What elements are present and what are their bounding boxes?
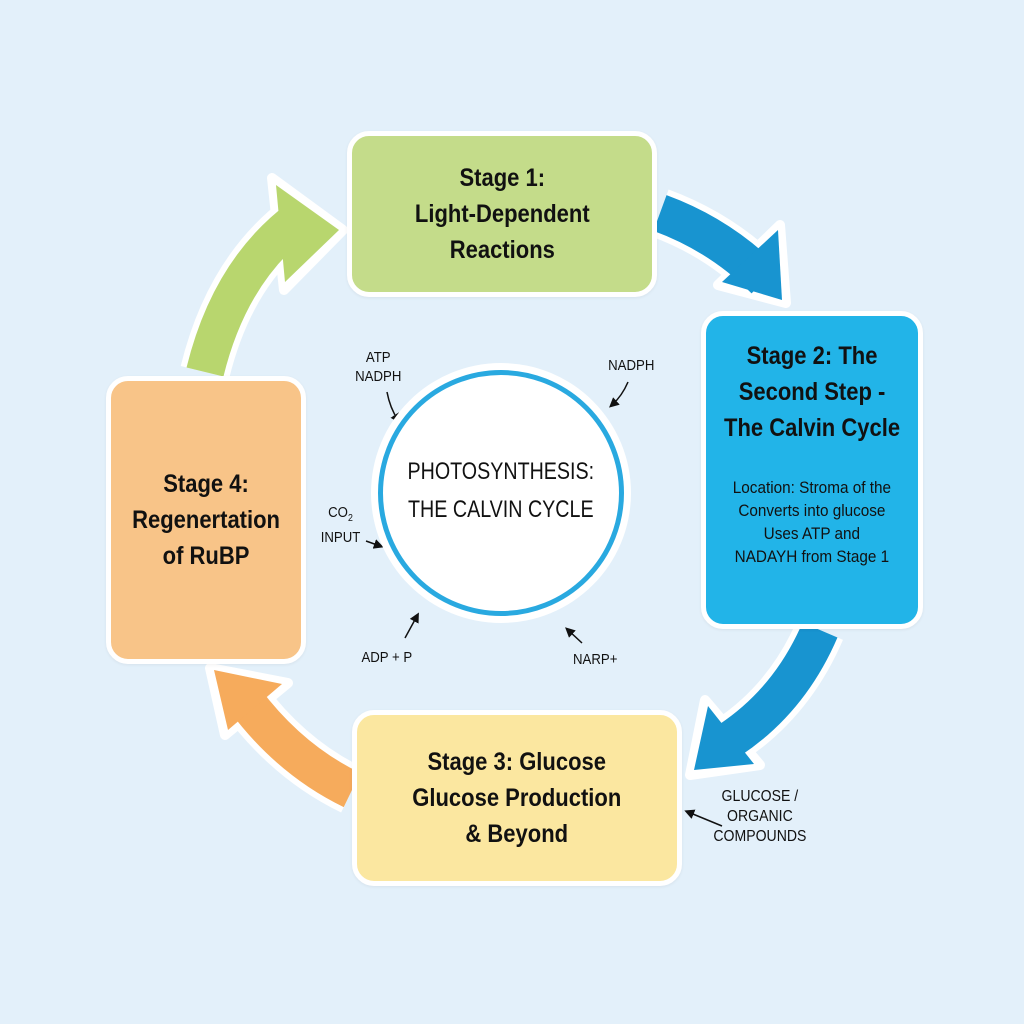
narp-text: NARP+ bbox=[573, 651, 618, 668]
arrow-stage1-to-stage2 bbox=[651, 189, 791, 308]
narp-arrow bbox=[565, 627, 583, 644]
center-title-line: PHOTOSYNTHESIS: bbox=[407, 458, 595, 485]
arrow-stage2-to-stage3 bbox=[685, 619, 843, 780]
stage-2-title-line: The Calvin Cycle bbox=[723, 414, 901, 442]
atp-label-line: ATP bbox=[365, 349, 391, 366]
co2-formula-main: CO bbox=[328, 504, 348, 521]
co2-input-arrow bbox=[365, 539, 384, 549]
atp-nadph-arrow bbox=[386, 391, 401, 424]
stage-1-title: Stage 1: Light-Dependent Reactions bbox=[415, 160, 590, 268]
stage-4-title: Stage 4: Regenertation of RuBP bbox=[132, 466, 280, 574]
co2-formula: CO2 bbox=[321, 503, 361, 528]
stage-4-title-line: Stage 4: bbox=[163, 470, 249, 498]
stage-2-box: Stage 2: The Second Step - The Calvin Cy… bbox=[701, 311, 923, 629]
arrow-stage4-to-stage1 bbox=[180, 173, 348, 379]
stage-3-box: Stage 3: Glucose Glucose Production & Be… bbox=[352, 710, 682, 886]
adp-p-label: ADP + P bbox=[361, 648, 412, 667]
stage-3-title-line: & Beyond bbox=[465, 820, 569, 848]
stage-2-description-line: Location: Stroma of the bbox=[732, 478, 892, 497]
stage-2-description-line: Converts into glucose bbox=[738, 501, 886, 520]
adp-p-arrow bbox=[404, 612, 419, 639]
nadph-label-text: NADPH bbox=[608, 357, 655, 374]
arrow-stage3-to-stage4 bbox=[205, 663, 364, 813]
stage-2-description-line: Uses ATP and bbox=[763, 524, 861, 543]
atp-nadph-label: ATP NADPH bbox=[355, 348, 401, 386]
stage-2-title-line: Second Step - bbox=[738, 378, 886, 406]
co2-input-text: INPUT bbox=[320, 529, 361, 546]
nadph-arrow bbox=[609, 381, 629, 408]
stage-1-title-line: Reactions bbox=[449, 236, 555, 264]
stage-2-title: Stage 2: The Second Step - The Calvin Cy… bbox=[724, 338, 900, 446]
stage-1-box: Stage 1: Light-Dependent Reactions bbox=[347, 131, 657, 297]
stage-2-description-line: NADAYH from Stage 1 bbox=[734, 547, 890, 566]
stage-1-title-line: Stage 1: bbox=[459, 164, 545, 192]
stage-4-title-line: of RuBP bbox=[162, 542, 250, 570]
stage-4-title-line: Regenertation bbox=[132, 506, 280, 534]
narp-label: NARP+ bbox=[573, 650, 617, 669]
stage-4-box: Stage 4: Regenertation of RuBP bbox=[106, 376, 306, 664]
glucose-output-line: COMPOUNDS bbox=[713, 828, 807, 845]
glucose-output-arrow bbox=[684, 809, 723, 827]
glucose-output-label: GLUCOSE / ORGANIC COMPOUNDS bbox=[713, 787, 806, 847]
center-title: PHOTOSYNTHESIS: THE CALVIN CYCLE bbox=[408, 453, 595, 529]
center-title-line: THE CALVIN CYCLE bbox=[408, 496, 594, 523]
stage-3-title-line: Glucose Production bbox=[412, 784, 622, 812]
nadph-label: NADPH bbox=[608, 356, 654, 375]
stage-2-description: Location: Stroma of the Converts into gl… bbox=[733, 476, 891, 568]
glucose-output-line: ORGANIC bbox=[727, 808, 793, 825]
stage-1-title-line: Light-Dependent bbox=[414, 200, 590, 228]
nadph-label-line: NADPH bbox=[355, 368, 402, 385]
stage-3-title-line: Stage 3: Glucose bbox=[427, 748, 607, 776]
stage-2-title-line: Stage 2: The bbox=[746, 342, 878, 370]
glucose-output-line: GLUCOSE / bbox=[721, 788, 799, 805]
stage-3-title: Stage 3: Glucose Glucose Production & Be… bbox=[412, 744, 621, 852]
adp-p-text: ADP + P bbox=[361, 649, 413, 666]
co2-input-label: CO2 INPUT bbox=[321, 503, 361, 547]
center-circle: PHOTOSYNTHESIS: THE CALVIN CYCLE bbox=[378, 370, 624, 616]
co2-formula-sub: 2 bbox=[347, 513, 353, 524]
